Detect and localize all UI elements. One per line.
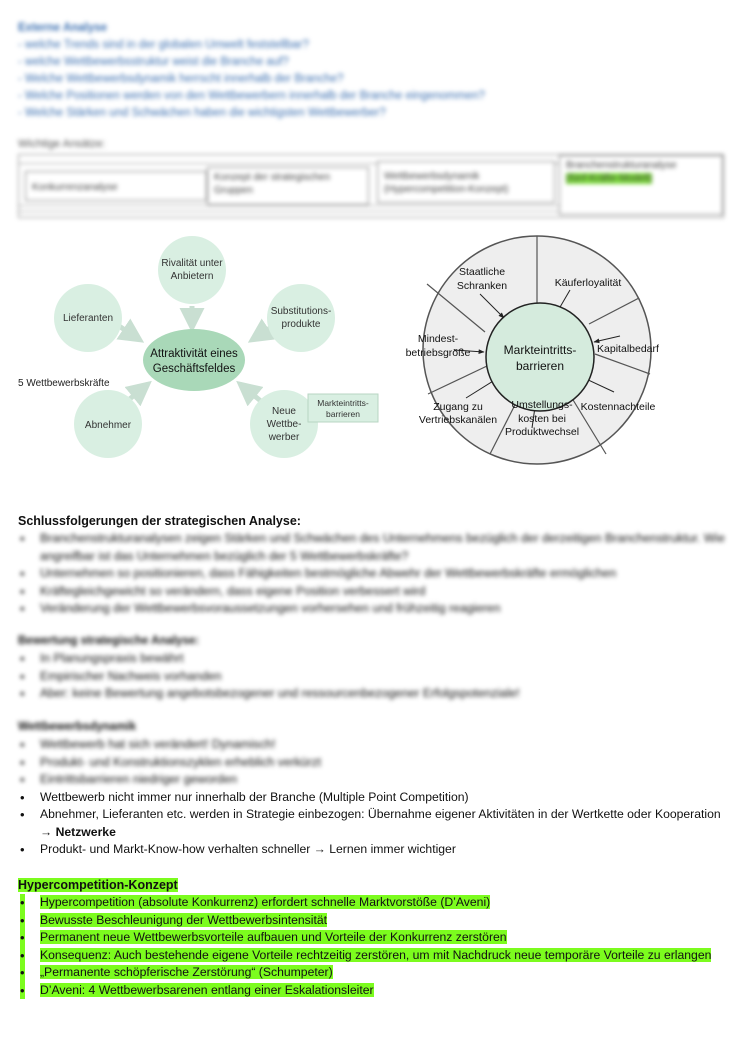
- hypercompetition-list: Hypercompetition (absolute Konkurrenz) e…: [18, 894, 730, 999]
- external-item: - Welche Stärken und Schwächen haben die…: [18, 107, 386, 119]
- approach-cell-line: Branchenstrukturanalyse: [566, 160, 677, 171]
- list-item: In Planungspraxis bewährt: [20, 650, 730, 668]
- approach-cell: Branchenstrukturanalyse (fünf-Kräfte-Mod…: [559, 155, 723, 215]
- list-item-text: Bewusste Beschleunigung der Wettbewerbsi…: [40, 912, 328, 927]
- hypercompetition-title: Hypercompetition-Konzept: [18, 876, 730, 894]
- external-analysis-title: Externe Analyse: [18, 22, 108, 34]
- force-bottom-right-bubble: Neue Wettbe- werber: [250, 390, 318, 458]
- force-right-label: produkte: [282, 319, 321, 330]
- approach-cell: Konkurrenzanalyse: [25, 171, 207, 201]
- list-item: Konsequenz: Auch bestehende eigene Vorte…: [20, 946, 730, 965]
- list-item: Branchenstrukturanalysen zeigen Stärken …: [20, 530, 730, 565]
- external-item: - Welche Wettbewerbsdynamik herrscht inn…: [18, 73, 344, 85]
- barrier-segment-label: Zugang zu: [433, 401, 483, 413]
- force-right-bubble: Substitutions- produkte: [267, 284, 335, 352]
- force-top-label: Anbietern: [171, 271, 214, 282]
- hypercompetition-title-text: Hypercompetition-Konzept: [18, 878, 178, 892]
- list-item-bold: Netzwerke: [55, 824, 116, 839]
- approach-cell: Wettbewerbsdynamik (Hypercompetition-Kon…: [377, 161, 555, 203]
- entry-barriers-tag-label: barrieren: [326, 409, 360, 419]
- conclusions-title: Schlussfolgerungen der strategischen Ana…: [18, 514, 301, 528]
- force-bottom-right-label: werber: [268, 432, 300, 443]
- list-item-text: Abnehmer, Lieferanten etc. werden in Str…: [40, 807, 721, 839]
- barrier-segment-label: Staatliche: [459, 266, 505, 278]
- list-item: Wettbewerb nicht immer nur innerhalb der…: [20, 789, 730, 807]
- list-item: Hypercompetition (absolute Konkurrenz) e…: [20, 894, 730, 912]
- barrier-segment-label: Schranken: [457, 280, 507, 292]
- approach-cell-highlight: (fünf-Kräfte-Modell): [566, 173, 653, 184]
- approaches-label: Wichtige Ansätze:: [18, 138, 106, 150]
- force-center-bubble: Attraktivität eines Geschäftsfeldes: [143, 329, 245, 391]
- external-analysis-block: Externe Analyse - welche Trends sind in …: [18, 20, 738, 122]
- list-item: D’Aveni: 4 Wettbewerbsarenen entlang ein…: [20, 981, 730, 1000]
- list-item-text: Konsequenz: Auch bestehende eigene Vorte…: [40, 947, 712, 962]
- force-top-bubble: Rivalität unter Anbietern: [158, 236, 226, 304]
- barrier-segment-label: Kostennachteile: [581, 401, 656, 413]
- barrier-segment-label: kosten bei: [518, 413, 566, 425]
- force-bottom-right-label: Wettbe-: [267, 419, 302, 430]
- force-center-label: Attraktivität eines: [150, 348, 238, 360]
- barrier-segment-label: Kapitalbedarf: [597, 343, 659, 355]
- list-item: Bewusste Beschleunigung der Wettbewerbsi…: [20, 911, 730, 930]
- list-item: Unternehmen so positionieren, dass Fähig…: [20, 565, 730, 583]
- list-item: Empirischer Nachweis vorhanden: [20, 668, 730, 686]
- evaluation-section: Bewertung strategische Analyse: In Planu…: [18, 632, 730, 703]
- list-item: „Permanente schöpferische Zerstörung“ (S…: [20, 964, 730, 982]
- barriers-center-label: Markteintritts-: [504, 343, 577, 357]
- approaches-table: Konkurrenzanalyse Konzept der strategisc…: [18, 154, 724, 218]
- list-item-text: „Permanente schöpferische Zerstörung“ (S…: [40, 965, 333, 979]
- barrier-segment-label: Vertriebskanälen: [419, 414, 497, 426]
- evaluation-title: Bewertung strategische Analyse:: [18, 635, 200, 647]
- list-item-text: Permanent neue Wettbewerbsvorteile aufba…: [40, 930, 507, 944]
- force-bottom-right-label: Neue: [272, 406, 296, 417]
- five-forces-side-label: 5 Wettbewerbskräfte: [18, 378, 110, 389]
- list-item-text: D’Aveni: 4 Wettbewerbsarenen entlang ein…: [40, 982, 374, 997]
- dynamics-blurred-list: Wettbewerb hat sich verändert! Dynamisch…: [18, 736, 730, 789]
- list-item: Aber: keine Bewertung angebotsbezogener …: [20, 685, 730, 703]
- force-bottom-left-bubble: Abnehmer: [74, 390, 142, 458]
- force-left-bubble: Lieferanten: [54, 284, 122, 352]
- five-forces-diagram: Rivalität unter Anbietern Lieferanten Su…: [18, 236, 379, 458]
- hypercompetition-section: Hypercompetition-Konzept Hypercompetitio…: [18, 876, 730, 999]
- barrier-segment-label: betriebsgröße: [406, 347, 471, 359]
- dynamics-section: Wettbewerbsdynamik Wettbewerb hat sich v…: [18, 718, 730, 859]
- force-left-label: Lieferanten: [63, 313, 113, 324]
- list-item: Veränderung der Wettbewerbsvoraussetzung…: [20, 600, 730, 618]
- dynamics-list: Wettbewerb nicht immer nur innerhalb der…: [18, 789, 730, 859]
- barrier-segment-label: Mindest-: [418, 333, 459, 345]
- list-item: Kräftegleichgewicht so verändern, dass e…: [20, 583, 730, 601]
- conclusions-list: Branchenstrukturanalysen zeigen Stärken …: [18, 530, 730, 618]
- barrier-segment-label: Umstellungs-: [511, 399, 573, 411]
- external-item: - Welche Positionen werden von den Wettb…: [18, 90, 485, 102]
- approach-cell: Konzept der strategischen Gruppen: [207, 167, 369, 205]
- list-item: Abnehmer, Lieferanten etc. werden in Str…: [20, 806, 730, 841]
- entry-barriers-wheel: Markteintritts- barrieren Staatliche Sch…: [406, 235, 659, 465]
- force-right-label: Substitutions-: [271, 306, 332, 317]
- list-item: Permanent neue Wettbewerbsvorteile aufba…: [20, 929, 730, 947]
- dynamics-title: Wettbewerbsdynamik: [18, 721, 137, 733]
- force-bottom-left-label: Abnehmer: [85, 420, 132, 431]
- conclusions-section: Schlussfolgerungen der strategischen Ana…: [18, 512, 730, 618]
- external-item: - welche Trends sind in der globalen Umw…: [18, 39, 309, 51]
- entry-barriers-tag: Markteintritts- barrieren: [307, 393, 379, 423]
- force-top-label: Rivalität unter: [161, 258, 223, 269]
- barriers-center-circle: [485, 302, 595, 412]
- list-item: Wettbewerb hat sich verändert! Dynamisch…: [20, 736, 730, 754]
- barrier-segment-label: Produktwechsel: [505, 426, 579, 438]
- list-item: Eintrittsbarrieren niedriger geworden: [20, 771, 730, 789]
- barriers-center-label: barrieren: [516, 359, 564, 373]
- entry-barriers-tag-label: Markteintritts-: [317, 398, 369, 408]
- barrier-segment-label: Käuferloyalität: [555, 277, 622, 289]
- force-center-label: Geschäftsfeldes: [153, 363, 236, 375]
- external-item: - welche Wettbewerbsstruktur weist die B…: [18, 56, 289, 68]
- list-item-text: Hypercompetition (absolute Konkurrenz) e…: [40, 895, 491, 909]
- list-item: Produkt- und Konstruktionszyklen erhebli…: [20, 754, 730, 772]
- list-item: Produkt- und Markt-Know-how verhalten sc…: [20, 841, 730, 859]
- evaluation-list: In Planungspraxis bewährt Empirischer Na…: [18, 650, 730, 703]
